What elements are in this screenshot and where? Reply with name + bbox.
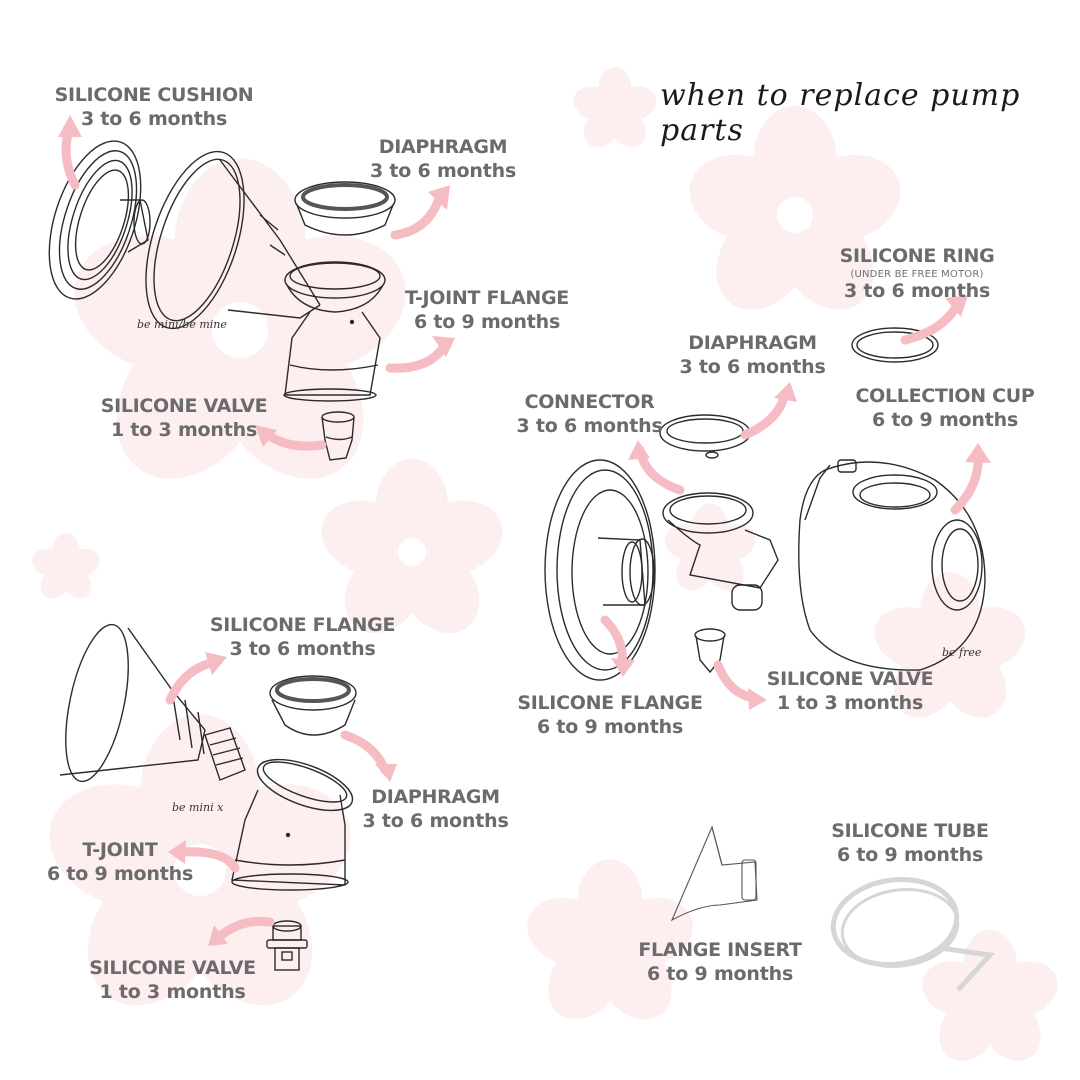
part-name: SILICONE FLANGE: [209, 614, 396, 636]
part-label-flange-insert: FLANGE INSERT 6 to 9 months: [630, 939, 810, 987]
part-name: SILICONE CUSHION: [54, 84, 254, 106]
part-duration: 1 to 3 months: [110, 418, 258, 441]
part-label-silicone-cushion: SILICONE CUSHION 3 to 6 months: [54, 84, 254, 132]
part-duration: 3 to 6 months: [229, 637, 376, 660]
be-mini-mine-drawing: [48, 140, 396, 461]
threaded-connector-drawing: [204, 727, 246, 781]
blossom-icon: [569, 67, 661, 155]
page-title: when to replace pump parts: [660, 78, 1021, 148]
silicone-flange-drawing: [59, 623, 206, 783]
silicone-valve-drawing: [694, 628, 726, 674]
part-name: CONNECTOR: [524, 391, 655, 413]
part-duration: 3 to 6 months: [679, 355, 826, 378]
part-label-silicone-valve: SILICONE VALVE 1 to 3 months: [94, 395, 274, 443]
connector-drawing: [662, 492, 779, 611]
part-label-silicone-flange: SILICONE FLANGE 3 to 6 months: [205, 614, 400, 662]
part-duration: 6 to 9 months: [836, 843, 984, 866]
part-label-connector: CONNECTOR 3 to 6 months: [512, 391, 667, 439]
part-label-silicone-flange: SILICONE FLANGE 6 to 9 months: [515, 692, 705, 740]
arrow-icon: [900, 298, 963, 345]
arrow-icon: [950, 450, 983, 515]
flange-drawing: [145, 150, 321, 330]
part-name: SILICONE VALVE: [100, 395, 268, 417]
part-label-diaphragm: DIAPHRAGM 3 to 6 months: [358, 786, 513, 834]
part-label-t-joint: T-JOINT 6 to 9 months: [45, 839, 195, 887]
part-duration: 3 to 6 months: [80, 107, 228, 130]
flange-insert-drawing: [670, 825, 758, 922]
silicone-valve-drawing: [321, 411, 355, 461]
part-label-collection-cup: COLLECTION CUP 6 to 9 months: [850, 385, 1040, 433]
part-name: SILICONE VALVE: [89, 957, 256, 979]
silicone-cushion-drawing: [48, 140, 151, 300]
diaphragm-drawing: [294, 181, 396, 236]
model-label-be-mini-x: be mini x: [172, 801, 224, 814]
diaphragm-drawing: [269, 675, 357, 736]
silicone-tube-drawing: [830, 877, 996, 992]
model-label-be-free: be free: [942, 646, 982, 659]
part-duration: 6 to 9 months: [413, 310, 561, 333]
background-blossoms: [28, 67, 1066, 1073]
arrowheads: [58, 115, 991, 946]
part-name: T-JOINT FLANGE: [405, 287, 569, 309]
diaphragm-drawing: [659, 414, 751, 459]
silicone-flange-drawing: [544, 459, 656, 681]
arrow-icon: [390, 190, 445, 240]
collection-cup-drawing: [798, 459, 986, 671]
model-label-be-mini-mine: be mini/be mine: [137, 318, 227, 331]
part-duration: 6 to 9 months: [46, 862, 194, 885]
part-duration: 6 to 9 months: [646, 962, 794, 985]
part-name: FLANGE INSERT: [638, 939, 802, 961]
part-name: SILICONE FLANGE: [517, 692, 703, 714]
part-duration: 6 to 9 months: [536, 715, 684, 738]
part-name: SILICONE VALVE: [766, 668, 934, 690]
part-duration: 3 to 6 months: [362, 809, 509, 832]
part-note: (UNDER BE FREE MOTOR): [850, 268, 984, 280]
arrow-icon: [213, 916, 275, 943]
arrow-icon: [175, 847, 240, 873]
part-duration: 3 to 6 months: [843, 279, 991, 302]
t-joint-flange-drawing: [283, 261, 386, 402]
part-label-diaphragm: DIAPHRAGM 3 to 6 months: [670, 332, 835, 380]
part-label-t-joint-flange: T-JOINT FLANGE 6 to 9 months: [397, 287, 577, 335]
accessories-drawing: [670, 825, 996, 992]
part-name: SILICONE RING: [839, 245, 995, 267]
part-duration: 3 to 6 months: [369, 159, 517, 182]
blossom-icon: [28, 532, 104, 605]
part-duration: 1 to 3 months: [776, 691, 924, 714]
arrow-icon: [385, 340, 450, 373]
arrow-icon: [165, 657, 220, 705]
silicone-valve-drawing: [266, 920, 308, 971]
part-label-silicone-ring: SILICONE RING (UNDER BE FREE MOTOR) 3 to…: [832, 245, 1002, 304]
part-duration: 3 to 6 months: [516, 414, 663, 437]
part-label-diaphragm: DIAPHRAGM 3 to 6 months: [363, 136, 523, 184]
part-name: COLLECTION CUP: [855, 385, 1035, 407]
part-label-silicone-tube: SILICONE TUBE 6 to 9 months: [825, 820, 995, 868]
part-label-silicone-valve: SILICONE VALVE 1 to 3 months: [760, 668, 940, 716]
part-name: DIAPHRAGM: [378, 136, 508, 158]
silicone-ring-drawing: [851, 327, 939, 363]
part-name: DIAPHRAGM: [688, 332, 817, 354]
part-name: T-JOINT: [82, 839, 158, 861]
part-label-silicone-valve: SILICONE VALVE 1 to 3 months: [80, 957, 265, 1005]
part-name: SILICONE TUBE: [831, 820, 989, 842]
be-mini-x-drawing: [59, 623, 357, 971]
t-joint-drawing: [231, 758, 354, 891]
arrow-icon: [740, 388, 790, 440]
part-duration: 1 to 3 months: [99, 980, 246, 1003]
part-duration: 6 to 9 months: [871, 408, 1019, 431]
part-name: DIAPHRAGM: [371, 786, 500, 808]
